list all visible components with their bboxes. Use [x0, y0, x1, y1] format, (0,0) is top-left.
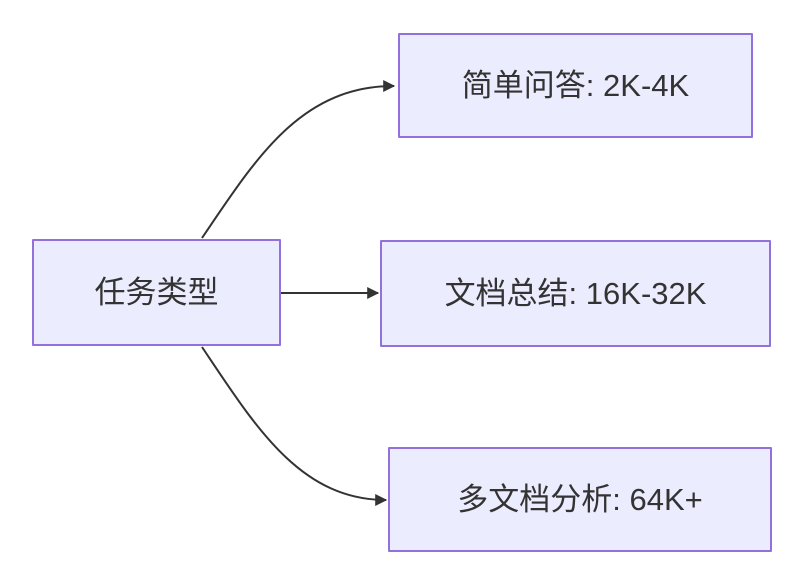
node-task-type: 任务类型 — [32, 239, 281, 346]
edge-task-type-to-multi-doc — [201, 346, 388, 506]
node-simple-qa-label: 简单问答: 2K-4K — [461, 68, 690, 103]
node-doc-summary-label: 文档总结: 16K-32K — [444, 276, 707, 311]
node-multi-doc: 多文档分析: 64K+ — [388, 447, 772, 552]
node-doc-summary: 文档总结: 16K-32K — [380, 240, 771, 347]
node-multi-doc-label: 多文档分析: 64K+ — [457, 482, 703, 517]
edge-task-type-to-simple-qa — [201, 80, 396, 239]
node-simple-qa: 简单问答: 2K-4K — [398, 33, 753, 138]
node-task-type-label: 任务类型 — [94, 275, 219, 310]
